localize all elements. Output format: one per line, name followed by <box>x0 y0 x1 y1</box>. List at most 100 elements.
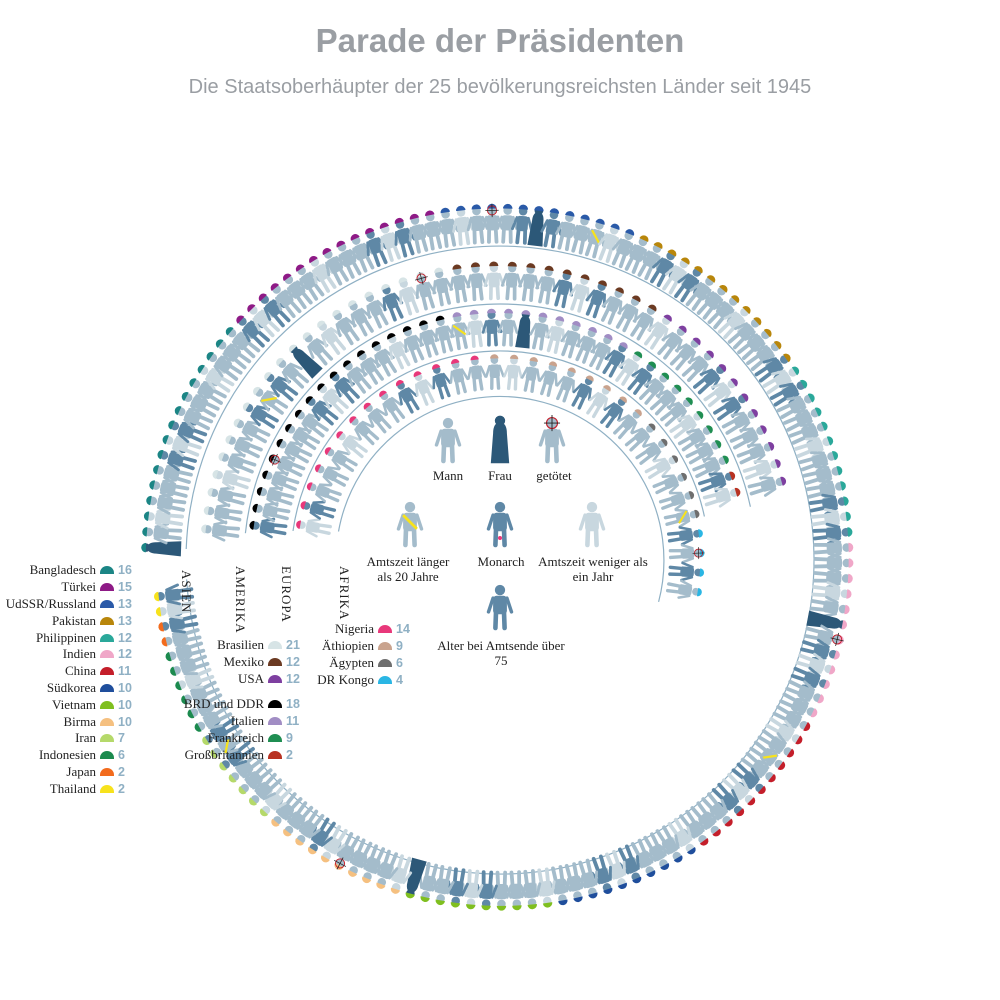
country-name: Südkorea <box>46 679 96 695</box>
key-label-alt: Alter bei Amtsende über 75 <box>437 638 565 668</box>
leader-figure <box>677 425 713 452</box>
leader-figure <box>518 263 540 303</box>
leader-figure <box>434 315 455 354</box>
leader-figure <box>161 626 202 648</box>
country-name: Pakistan <box>51 612 96 628</box>
leader-figure <box>571 375 594 410</box>
leader-figure <box>660 397 693 427</box>
key-label-getoetet: getötet <box>536 468 572 483</box>
leader-figure <box>162 435 202 457</box>
leader-figure <box>181 392 220 418</box>
leader-figure <box>663 508 700 528</box>
leader-figure <box>693 364 727 395</box>
leader-figure <box>322 248 349 286</box>
leader-figure <box>364 291 389 329</box>
leader-figure <box>437 207 460 248</box>
leader-figure <box>225 435 263 459</box>
leader-figure <box>398 277 420 316</box>
ring-guide <box>244 303 751 534</box>
leader-figure <box>357 350 384 385</box>
key-icon <box>486 584 514 631</box>
leader-figure <box>806 610 848 630</box>
page-title: Parade der Präsidenten <box>315 22 685 59</box>
leader-figure <box>467 355 487 392</box>
leader-figure <box>805 479 846 501</box>
leader-figure <box>332 309 360 346</box>
leader-figure <box>613 409 642 440</box>
leader-figure <box>615 295 641 333</box>
leader-figure <box>681 350 714 383</box>
leader-figure <box>466 204 489 245</box>
leader-figure <box>511 204 533 245</box>
leader-figure <box>812 566 853 589</box>
leader-figure <box>731 762 766 795</box>
leader-figure <box>405 857 427 899</box>
leader-figure <box>142 522 183 545</box>
leader-figure <box>600 396 627 429</box>
leader-figure <box>481 308 503 347</box>
leader-figure <box>762 366 800 395</box>
country-color-swatch <box>100 616 114 625</box>
leader-figure <box>740 751 776 783</box>
leader-figure <box>242 402 279 429</box>
leader-figure <box>515 310 531 349</box>
leader-figure <box>276 357 309 389</box>
leader-figure <box>379 222 402 262</box>
leader-figure <box>520 357 541 393</box>
country-name: Vietnam <box>52 696 96 712</box>
leader-figure <box>363 402 392 434</box>
country-count: 12 <box>286 671 300 686</box>
leader-figure <box>432 267 454 307</box>
leader-figure <box>481 203 504 244</box>
leader-figure <box>800 638 840 660</box>
leader-figure <box>560 321 581 359</box>
leader-figure <box>655 825 683 863</box>
leader-figure <box>225 327 261 359</box>
country-name: Philippinen <box>36 629 96 645</box>
leader-figure <box>649 384 682 416</box>
leader-figure <box>201 520 241 542</box>
leader-figure <box>174 406 214 431</box>
leader-figure <box>447 867 469 908</box>
country-color-swatch <box>100 599 114 608</box>
leader-figure <box>630 304 657 341</box>
country-count: 16 <box>118 563 132 578</box>
leader-figure <box>238 762 273 795</box>
leader-figure <box>349 416 380 446</box>
key-label-monarch: Monarch <box>477 554 525 569</box>
country-count: 6 <box>118 748 125 763</box>
key-label-kurz: Amtszeit weniger als ein Jahr <box>538 554 648 584</box>
leader-figure <box>667 817 696 855</box>
leader-figure <box>679 809 709 846</box>
leader-figure <box>702 487 741 508</box>
leader-figure <box>788 421 828 445</box>
leader-figure <box>602 342 628 378</box>
country-color-swatch <box>268 658 282 667</box>
leader-figure <box>795 652 836 675</box>
country-name: Brasilien <box>217 637 264 653</box>
country-count: 2 <box>118 764 125 779</box>
country-name: Mexiko <box>223 654 264 670</box>
leader-figure <box>497 308 519 347</box>
country-color-swatch <box>268 733 282 742</box>
country-name: Nigeria <box>335 621 374 637</box>
country-name: BRD und DDR <box>183 696 264 712</box>
monarch-mark <box>498 536 502 540</box>
leader-figure <box>776 393 815 419</box>
continent-label: AMERIKA <box>233 566 248 634</box>
leader-figure <box>589 334 613 371</box>
leader-figure <box>252 502 291 523</box>
key-label-lang: Amtszeit länger als 20 Jahre <box>366 554 450 584</box>
country-name: Bangladesch <box>29 562 96 578</box>
leader-figure <box>666 526 703 546</box>
